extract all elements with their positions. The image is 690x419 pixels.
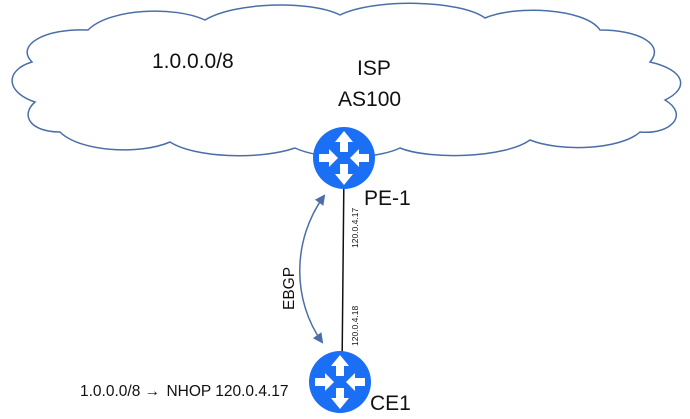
router-pe-1-label: PE-1 [364, 187, 411, 210]
pe-interface-ip: 120.0.4.17 [350, 208, 360, 248]
route-nexthop: NHOP 120.0.4.17 [166, 383, 288, 400]
router-pe-1: PE-1 [313, 127, 411, 210]
router-ce1: CE1 [309, 351, 411, 415]
router-icon [309, 351, 371, 413]
ce-route-entry: 1.0.0.0/8 → NHOP 120.0.4.17 [80, 383, 289, 400]
route-arrow-icon: → [145, 383, 161, 400]
pe-ce-link [341, 167, 345, 373]
cloud-asn-label: AS100 [338, 88, 401, 111]
isp-cloud [11, 2, 682, 158]
ebgp-session-arrow [299, 194, 326, 344]
ebgp-label: EBGP [281, 267, 298, 310]
router-ce1-label: CE1 [370, 392, 411, 415]
route-prefix: 1.0.0.0/8 [80, 383, 140, 400]
ce-interface-ip: 120.0.4.18 [350, 306, 360, 346]
cloud-prefix-label: 1.0.0.0/8 [152, 50, 234, 73]
router-icon [313, 127, 375, 189]
cloud-name-label: ISP [357, 57, 391, 80]
